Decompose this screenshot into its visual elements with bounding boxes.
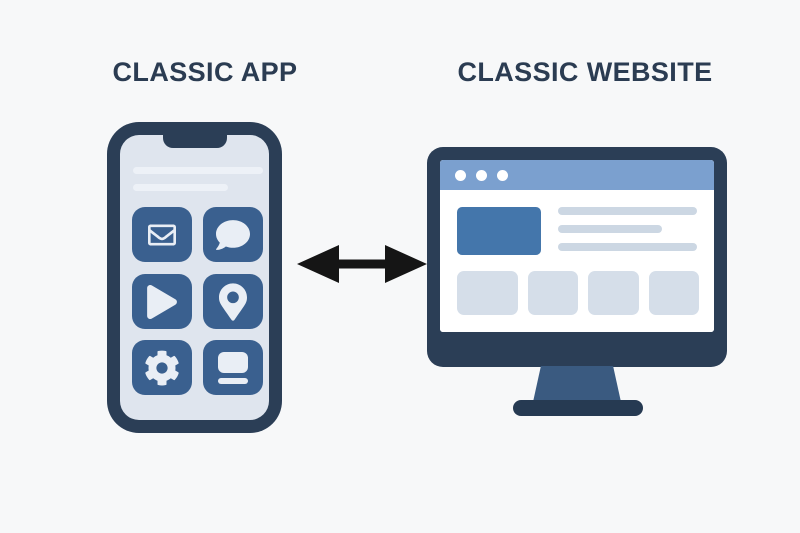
desktop-monitor-illustration (427, 147, 727, 367)
text-line-placeholder (558, 225, 662, 233)
text-line-placeholder (133, 167, 263, 174)
settings-gear-icon (145, 350, 179, 385)
text-line-placeholder (558, 243, 697, 251)
thumbnail-row (457, 271, 699, 315)
window-dot-icon (455, 169, 466, 181)
thumbnail-placeholder (528, 271, 578, 315)
play-icon (147, 284, 177, 319)
text-line-placeholder (133, 184, 228, 191)
app-icon-tile-laptop (203, 340, 263, 395)
monitor-stand (533, 366, 621, 402)
thumbnail-placeholder (588, 271, 639, 315)
app-icon-tile-location (203, 274, 263, 329)
thumbnail-placeholder (457, 271, 518, 315)
window-dot-icon (476, 169, 487, 181)
app-icon-tile-mail (132, 207, 192, 262)
browser-window (440, 160, 714, 332)
phone-screen (120, 135, 269, 420)
thumbnail-placeholder (649, 271, 699, 315)
browser-titlebar (440, 160, 714, 190)
location-icon (219, 282, 247, 321)
left-title: CLASSIC APP (112, 57, 298, 87)
monitor-base (513, 400, 643, 416)
hero-image-placeholder (457, 207, 541, 255)
right-title: CLASSIC WEBSITE (457, 57, 713, 87)
phone-notch (162, 135, 227, 148)
bidirectional-arrow-icon (297, 245, 427, 283)
text-line-placeholder (558, 207, 697, 215)
chat-icon (216, 219, 250, 250)
mail-icon (148, 224, 176, 245)
app-icon-tile-play (132, 274, 192, 329)
app-icon-tile-settings (132, 340, 192, 395)
smartphone-illustration (107, 122, 282, 433)
window-dot-icon (497, 169, 508, 181)
app-icon-tile-chat (203, 207, 263, 262)
laptop-icon (218, 351, 248, 384)
webpage-content (440, 190, 714, 332)
